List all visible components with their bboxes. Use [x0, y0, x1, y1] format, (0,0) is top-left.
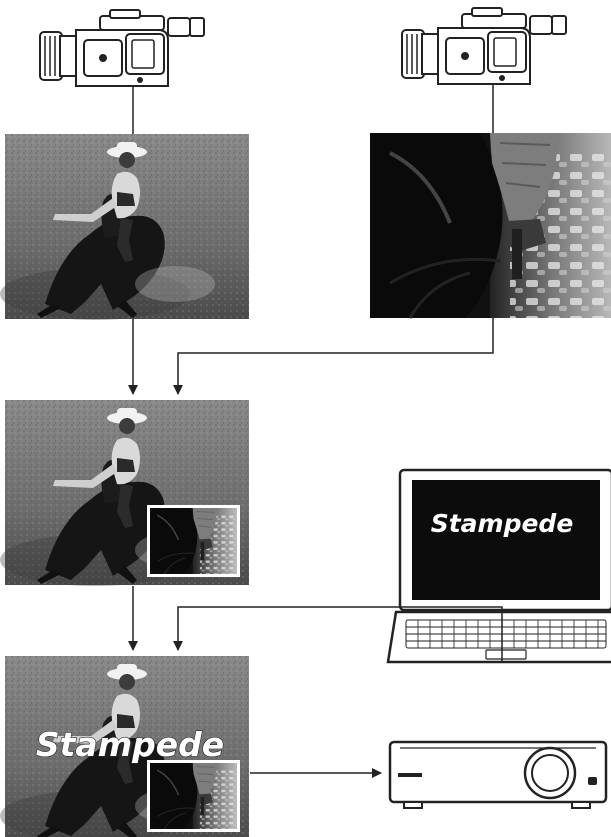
camera-1-icon [39, 9, 205, 87]
pip-composite [0, 400, 249, 586]
laptop-screen-text: Stampede [431, 509, 574, 538]
final-pip-inset [147, 760, 240, 832]
camera-2-icon [401, 7, 567, 85]
pip-inset [147, 505, 240, 577]
camera-2-feed-photo [368, 131, 611, 320]
laptop-icon [386, 468, 611, 664]
final-overlay-text: Stampede [36, 725, 224, 764]
arrow-laptop-to-final [173, 606, 503, 662]
camera-1-feed-photo [0, 134, 249, 320]
final-composite: Stampede [0, 656, 249, 837]
arrow-feed-2-to-composite [173, 318, 494, 395]
projector-icon [388, 740, 608, 810]
